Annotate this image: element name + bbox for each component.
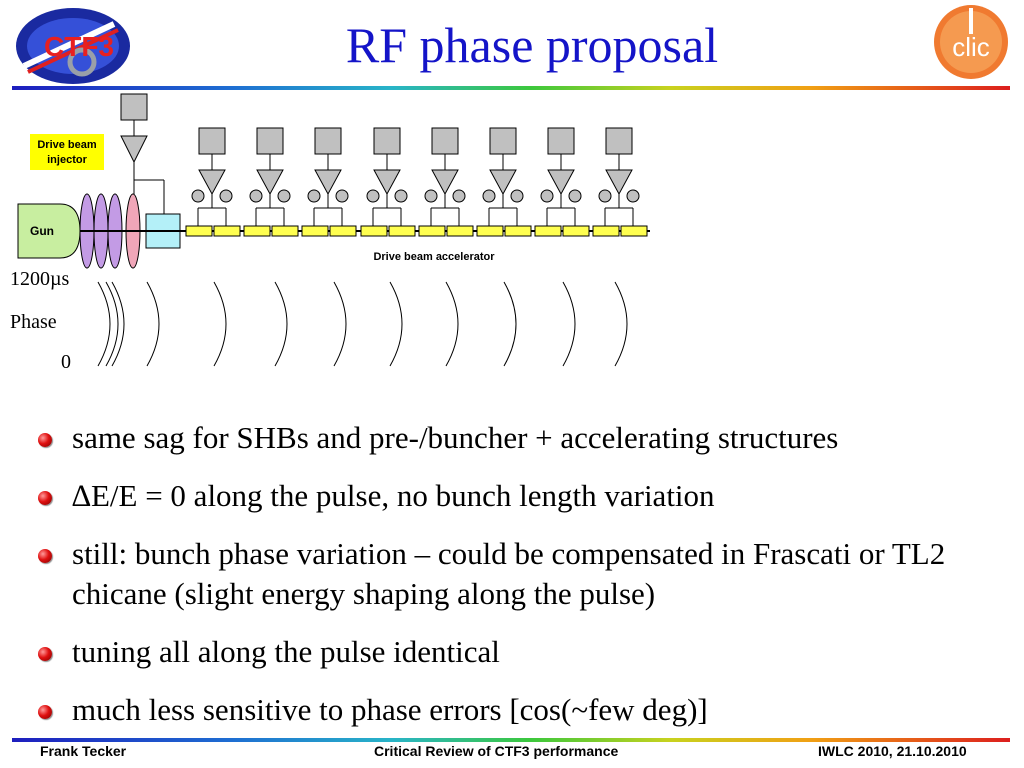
accelerating-structure (446, 225, 474, 237)
klystron (373, 127, 401, 155)
klystron (605, 127, 633, 155)
footer-divider (12, 738, 1010, 742)
accelerating-structure (301, 225, 329, 237)
bullet-list: same sag for SHBs and pre-/buncher + acc… (36, 418, 996, 748)
ctf3-logo: CTF3 (16, 8, 130, 84)
phase-curve (213, 281, 227, 367)
bullet-text: still: bunch phase variation – could be … (72, 536, 946, 611)
buncher-pulse-compressor (120, 135, 148, 164)
klystron (256, 127, 284, 155)
phase-curve (445, 281, 459, 367)
rf-load (482, 189, 496, 203)
phase-curve (562, 281, 576, 367)
accelerating-structure (243, 225, 271, 237)
clic-logo-text: clic (952, 32, 990, 62)
accelerating-structure (534, 225, 562, 237)
pulse-compressor (489, 169, 517, 196)
rf-load (307, 189, 321, 203)
accelerating-structure (213, 225, 241, 237)
accelerator-label: Drive beam accelerator (373, 251, 495, 263)
rf-load (219, 189, 233, 203)
pulse-compressor (431, 169, 459, 196)
accelerating-structure (592, 225, 620, 237)
pulse-compressor (314, 169, 342, 196)
bullet-item: tuning all along the pulse identical (36, 632, 996, 672)
bullet-icon (38, 433, 52, 447)
drive-beam-diagram: Drive beam injector Gun Drive beam accel… (17, 93, 650, 367)
bullet-text: same sag for SHBs and pre-/buncher + acc… (72, 420, 839, 455)
rf-load (540, 189, 554, 203)
rf-load (510, 189, 524, 203)
klystron (547, 127, 575, 155)
bullet-text: ∆E/E = 0 along the pulse, no bunch lengt… (72, 478, 715, 513)
bullet-item: ∆E/E = 0 along the pulse, no bunch lengt… (36, 476, 996, 516)
bullet-icon (38, 549, 52, 563)
klystron (431, 127, 459, 155)
accelerating-structure (185, 225, 213, 237)
gun-label: Gun (30, 224, 54, 238)
accelerating-structure (418, 225, 446, 237)
buncher-klystron (120, 93, 148, 121)
phase-curve (333, 281, 347, 367)
injector-label-box (30, 134, 104, 170)
footer-date: IWLC 2010, 21.10.2010 (818, 743, 967, 759)
rf-load (626, 189, 640, 203)
injector-label-line2: injector (47, 154, 87, 166)
bullet-icon (38, 647, 52, 661)
phase-curve (274, 281, 288, 367)
phase-curve (105, 281, 119, 367)
phase-curve (146, 281, 160, 367)
pulse-compressor (256, 169, 284, 196)
klystron (314, 127, 342, 155)
title-divider (12, 86, 1010, 90)
rf-load (394, 189, 408, 203)
rf-load (277, 189, 291, 203)
accelerating-structure (562, 225, 590, 237)
pulse-compressor (373, 169, 401, 196)
phase-axis-top-label: 1200µs (10, 268, 70, 290)
footer-author: Frank Tecker (40, 743, 127, 759)
bullet-text: much less sensitive to phase errors [cos… (72, 692, 708, 727)
rf-load (424, 189, 438, 203)
clic-logo: clic (934, 5, 1008, 79)
phase-axis-bottom-label: 0 (61, 351, 71, 373)
accelerating-structure (476, 225, 504, 237)
pulse-compressor (605, 169, 633, 196)
phase-curve (97, 281, 111, 367)
slide-title: RF phase proposal (345, 17, 719, 73)
accelerating-structure (388, 225, 416, 237)
pulse-compressor (198, 169, 226, 196)
rf-load (366, 189, 380, 203)
ctf3-logo-text: CTF3 (44, 31, 114, 62)
phase-curve (389, 281, 403, 367)
phase-curve (111, 281, 125, 367)
bullet-text: tuning all along the pulse identical (72, 634, 500, 669)
rf-load (191, 189, 205, 203)
injector-label-line1: Drive beam (37, 139, 97, 151)
bullet-item: much less sensitive to phase errors [cos… (36, 690, 996, 730)
accelerating-structure (504, 225, 532, 237)
rf-load (335, 189, 349, 203)
klystron (198, 127, 226, 155)
footer-title: Critical Review of CTF3 performance (374, 743, 619, 759)
accelerating-structure (620, 225, 648, 237)
bullet-item: same sag for SHBs and pre-/buncher + acc… (36, 418, 996, 458)
bullet-icon (38, 491, 52, 505)
bullet-item: still: bunch phase variation – could be … (36, 534, 996, 614)
rf-load (568, 189, 582, 203)
bullet-icon (38, 705, 52, 719)
phase-curve (614, 281, 628, 367)
accelerating-structure (329, 225, 357, 237)
pulse-compressor (547, 169, 575, 196)
phase-axis-title: Phase (10, 311, 57, 333)
phase-curve (503, 281, 517, 367)
accelerating-structure (360, 225, 388, 237)
klystron (489, 127, 517, 155)
accelerating-structure (271, 225, 299, 237)
rf-load (452, 189, 466, 203)
rf-load (598, 189, 612, 203)
rf-load (249, 189, 263, 203)
